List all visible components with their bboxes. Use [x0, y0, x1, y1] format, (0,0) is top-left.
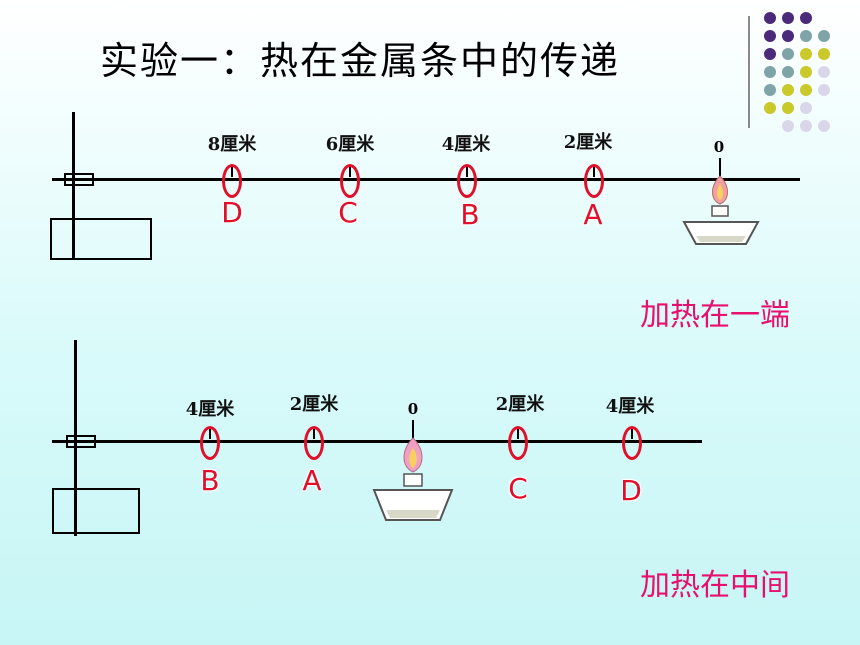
point-letter: A — [583, 198, 603, 231]
point-letter: D — [221, 196, 243, 229]
decor-divider — [748, 16, 750, 128]
wax-ring — [304, 426, 324, 460]
decor-dot — [800, 48, 812, 60]
distance-label: 4厘米 — [605, 396, 655, 417]
decor-dot — [782, 120, 794, 132]
decor-dot — [764, 84, 776, 96]
wax-ring — [584, 164, 604, 198]
wax-ring — [457, 164, 477, 198]
stand-pole — [72, 112, 75, 260]
distance-label: 2厘米 — [289, 394, 339, 415]
point-letter: A — [302, 464, 322, 497]
decor-dot — [764, 102, 776, 114]
decor-dot — [800, 84, 812, 96]
metal-strip — [52, 440, 702, 443]
decor-dot — [818, 120, 830, 132]
decor-dot — [764, 30, 776, 42]
decor-dot — [800, 66, 812, 78]
decor-dot — [800, 120, 812, 132]
decor-dot — [800, 12, 812, 24]
point-letter: D — [620, 474, 642, 507]
decor-dot — [818, 84, 830, 96]
decor-dot — [818, 48, 830, 60]
decor-dot — [782, 48, 794, 60]
decor-dot — [782, 102, 794, 114]
point-letter: C — [338, 196, 358, 229]
zero-label: 0 — [407, 400, 419, 418]
distance-label: 8厘米 — [207, 134, 257, 155]
wax-ring — [200, 426, 220, 460]
caption-heat-in-middle: 加热在中间 — [640, 568, 790, 603]
decor-dot — [764, 66, 776, 78]
point-letter: B — [460, 198, 480, 231]
decor-dot — [764, 48, 776, 60]
wax-ring — [622, 426, 642, 460]
decor-dot — [782, 30, 794, 42]
distance-label: 2厘米 — [563, 132, 613, 153]
wax-ring — [340, 164, 360, 198]
point-letter: B — [200, 464, 220, 497]
decor-dot — [818, 66, 830, 78]
distance-label: 6厘米 — [325, 134, 375, 155]
wax-ring — [508, 426, 528, 460]
decor-dot — [818, 30, 830, 42]
slide-title: 实验一：热在金属条中的传递 — [100, 39, 621, 83]
decor-dot — [800, 30, 812, 42]
caption-heat-at-end: 加热在一端 — [640, 298, 790, 333]
distance-label: 4厘米 — [441, 134, 491, 155]
decor-dot — [764, 12, 776, 24]
decor-dot — [782, 12, 794, 24]
zero-label: 0 — [713, 138, 725, 156]
point-letter: C — [508, 472, 528, 505]
distance-label: 2厘米 — [495, 394, 545, 415]
stand-pole — [74, 340, 77, 536]
decor-dot — [782, 84, 794, 96]
distance-label: 4厘米 — [185, 399, 235, 420]
alcohol-lamp-icon — [372, 420, 454, 521]
decor-dot — [800, 102, 812, 114]
stand-base — [50, 218, 152, 260]
metal-strip — [52, 178, 800, 181]
wax-ring — [222, 164, 242, 198]
alcohol-lamp-icon — [682, 158, 760, 245]
decor-dot — [782, 66, 794, 78]
stand-base — [52, 488, 140, 534]
